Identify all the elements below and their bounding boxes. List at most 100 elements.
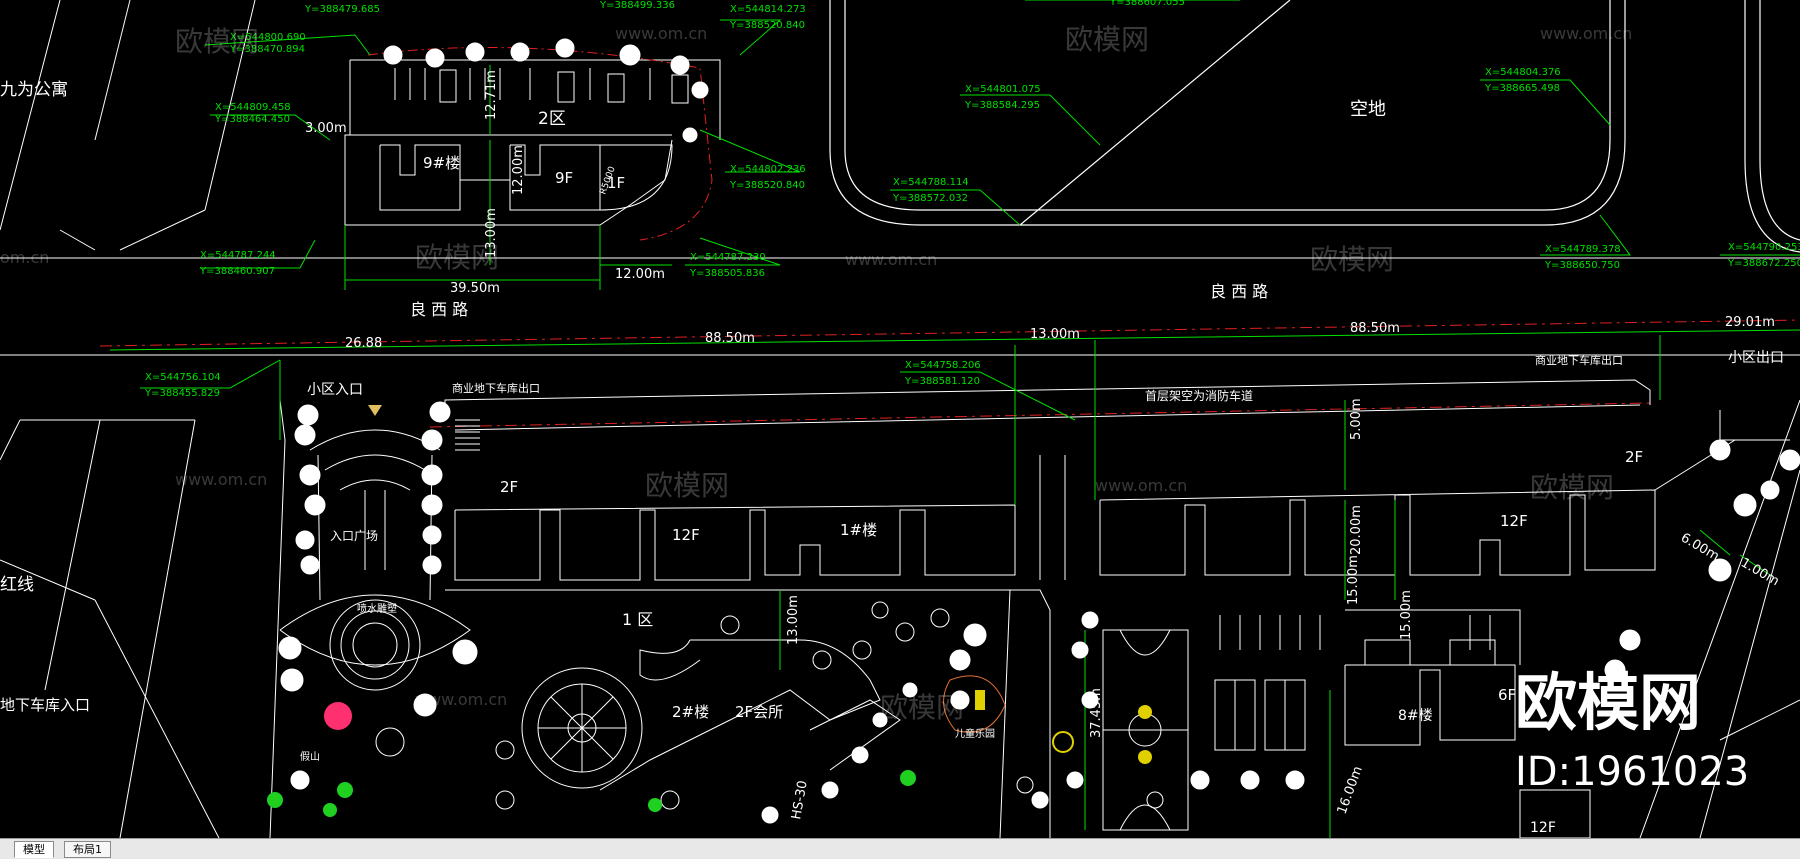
watermark-url-6: www.om.cn — [415, 690, 508, 709]
coord-12-x: X=544758.206 — [905, 360, 981, 371]
label-basement-west: 地下车库入口 — [0, 696, 90, 714]
watermark-url-2: www.om.cn — [1540, 24, 1633, 43]
coord-2-y: Y=388460.907 — [199, 266, 275, 277]
trees — [278, 38, 1800, 824]
label-12f-south: 12F — [1530, 820, 1556, 836]
coord-10-y: Y=388672.250 — [1727, 258, 1800, 269]
label-rockery: 假山 — [300, 750, 320, 763]
coord-6-y: Y=388584.295 — [964, 100, 1040, 111]
label-fountain: 喷水雕塑 — [357, 602, 397, 615]
label-redline: 红线 — [0, 575, 34, 595]
watermark-logo-4: 欧模网 — [1310, 243, 1395, 276]
clubhouse-2 — [521, 639, 901, 791]
coord-6-x: X=544801.075 — [965, 84, 1041, 95]
dim-9: 13.00m — [1030, 327, 1080, 342]
site-plan-drawing: Y=388479.685 Y=388499.336 Y=388607.055 X… — [0, 0, 1800, 841]
coord-2-x: X=544787.244 — [200, 250, 276, 261]
label-zone-1: 1 区 — [622, 610, 653, 629]
dim-18: 6.00m — [1678, 530, 1722, 564]
tab-layout-1[interactable]: 布局1 — [64, 841, 111, 858]
label-vacant: 空地 — [1350, 99, 1386, 120]
dim-4: 13.00m — [484, 208, 499, 258]
coord-4-x: X=544802.236 — [730, 164, 806, 175]
dim-17: 37.45m — [1089, 688, 1104, 738]
label-building-1: 1#楼 — [840, 521, 877, 539]
dim-11: 29.01m — [1725, 315, 1775, 330]
coord-0-x: X=544800.690 — [230, 32, 306, 43]
dim-2: 12.71m — [484, 70, 499, 120]
coord-3-x: X=544814.273 — [730, 4, 806, 15]
zone-2-block — [344, 59, 721, 226]
label-entrance: 小区入口 — [307, 382, 363, 398]
watermark-url-4: www.om.cn — [175, 470, 268, 489]
road-edges — [0, 257, 1800, 356]
entrance-plaza — [309, 429, 441, 601]
coord-11-x: X=544756.104 — [145, 372, 221, 383]
tennis-courts — [1214, 679, 1306, 751]
label-building-2: 2#楼 — [672, 703, 709, 721]
label-plaza: 入口广场 — [330, 529, 378, 543]
plan-labels: 九为公寓 2区 9#楼 9F 1F 良 西 路 良 西 路 空地 小区入口 小区… — [0, 80, 1784, 836]
dim-10: 88.50m — [1350, 321, 1400, 336]
dim-16: 13.00m — [786, 595, 801, 645]
coord-3-y: Y=388520.840 — [729, 20, 805, 31]
label-12f-west: 12F — [672, 526, 700, 544]
dim-8: 88.50m — [705, 331, 755, 346]
coord-frag-3: Y=388607.055 — [1109, 0, 1185, 8]
building-1-footprint — [454, 489, 1656, 581]
label-6f: 6F — [1498, 686, 1516, 704]
label-zone-2: 2区 — [538, 109, 566, 129]
dim-12: 5.00m — [1349, 398, 1364, 440]
watermark-logo-3: 欧模网 — [415, 241, 500, 274]
site-redline — [429, 402, 1651, 428]
label-garage-east: 商业地下车库出口 — [1535, 353, 1623, 367]
tab-model[interactable]: 模型 — [14, 841, 54, 858]
dim-3: 12.00m — [511, 145, 526, 195]
watermark-url-3: www.om.cn — [845, 250, 938, 269]
dim-5: 39.50m — [450, 281, 500, 296]
label-exit: 小区出口 — [1728, 350, 1784, 366]
parking-stripes-1 — [1219, 615, 1491, 650]
zone-1-site-boundary — [269, 379, 1790, 839]
property-redline-2 — [367, 46, 713, 241]
label-9f: 9F — [555, 169, 573, 187]
coord-11-y: Y=388455.829 — [144, 388, 220, 399]
watermark-dom-1: om.cn — [0, 248, 50, 267]
watermark-brand-large: 欧模网 — [1515, 666, 1702, 739]
label-apartment: 九为公寓 — [0, 80, 68, 100]
cad-viewport[interactable]: Y=388479.685 Y=388499.336 Y=388607.055 X… — [0, 0, 1800, 841]
dim-20: 16.00m — [1335, 764, 1366, 816]
dim-14: 15.00m — [1346, 555, 1361, 605]
dim-7: 26.88 — [345, 336, 382, 351]
coord-10-x: X=544790.253 — [1728, 242, 1800, 253]
coord-5-y: Y=388505.836 — [689, 268, 765, 279]
shrubs — [495, 601, 1164, 810]
coord-1-y: Y=388464.450 — [214, 114, 290, 125]
coord-0-y: Y=388470.894 — [229, 44, 305, 55]
road-redline — [99, 319, 1800, 347]
coord-7-y: Y=388572.032 — [892, 193, 968, 204]
small-pavilion — [1052, 731, 1074, 753]
label-building-8: 8#楼 — [1398, 708, 1433, 724]
coordinate-annotations: Y=388479.685 Y=388499.336 Y=388607.055 X… — [144, 0, 1800, 399]
rockery-feature — [324, 702, 352, 730]
dimension-lines — [109, 65, 1800, 838]
coord-8-x: X=544804.376 — [1485, 67, 1561, 78]
entrance-marker — [368, 405, 382, 416]
label-2f-west: 2F — [500, 478, 518, 496]
watermark-logo-1: 欧模网 — [175, 25, 260, 58]
label-road-west: 良 西 路 — [410, 300, 468, 319]
label-2f-east: 2F — [1625, 448, 1643, 466]
coord-frag-1: Y=388479.685 — [304, 4, 380, 15]
vacant-lot-outline — [829, 0, 1800, 253]
label-fire-lane: 首层架空为消防车道 — [1145, 388, 1253, 403]
dim-6: 12.00m — [615, 267, 665, 282]
watermark-logo-5: 欧模网 — [645, 469, 730, 502]
hoop-south — [1138, 750, 1152, 764]
coord-7-x: X=544788.114 — [893, 177, 969, 188]
layout-tab-bar: 模型 布局1 — [0, 838, 1800, 859]
watermark-url-5: www.om.cn — [1095, 476, 1188, 495]
building-8-footprint — [1344, 609, 1521, 746]
coord-9-y: Y=388650.750 — [1544, 260, 1620, 271]
watermark-logo-6: 欧模网 — [1530, 471, 1615, 504]
